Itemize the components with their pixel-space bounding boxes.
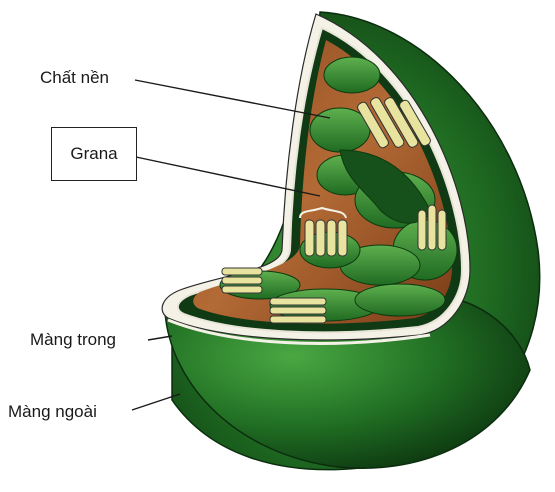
grana-bracket	[299, 206, 347, 219]
inner-membrane-line	[167, 318, 431, 345]
label-mang-ngoai: Màng ngoài	[8, 402, 97, 421]
label-mang-trong: Màng trong	[30, 330, 116, 349]
leader-lines	[131, 79, 331, 411]
grana-stacks	[221, 97, 447, 324]
label-chat-nen: Chất nền	[40, 68, 109, 87]
label-grana: Grana	[51, 127, 137, 181]
